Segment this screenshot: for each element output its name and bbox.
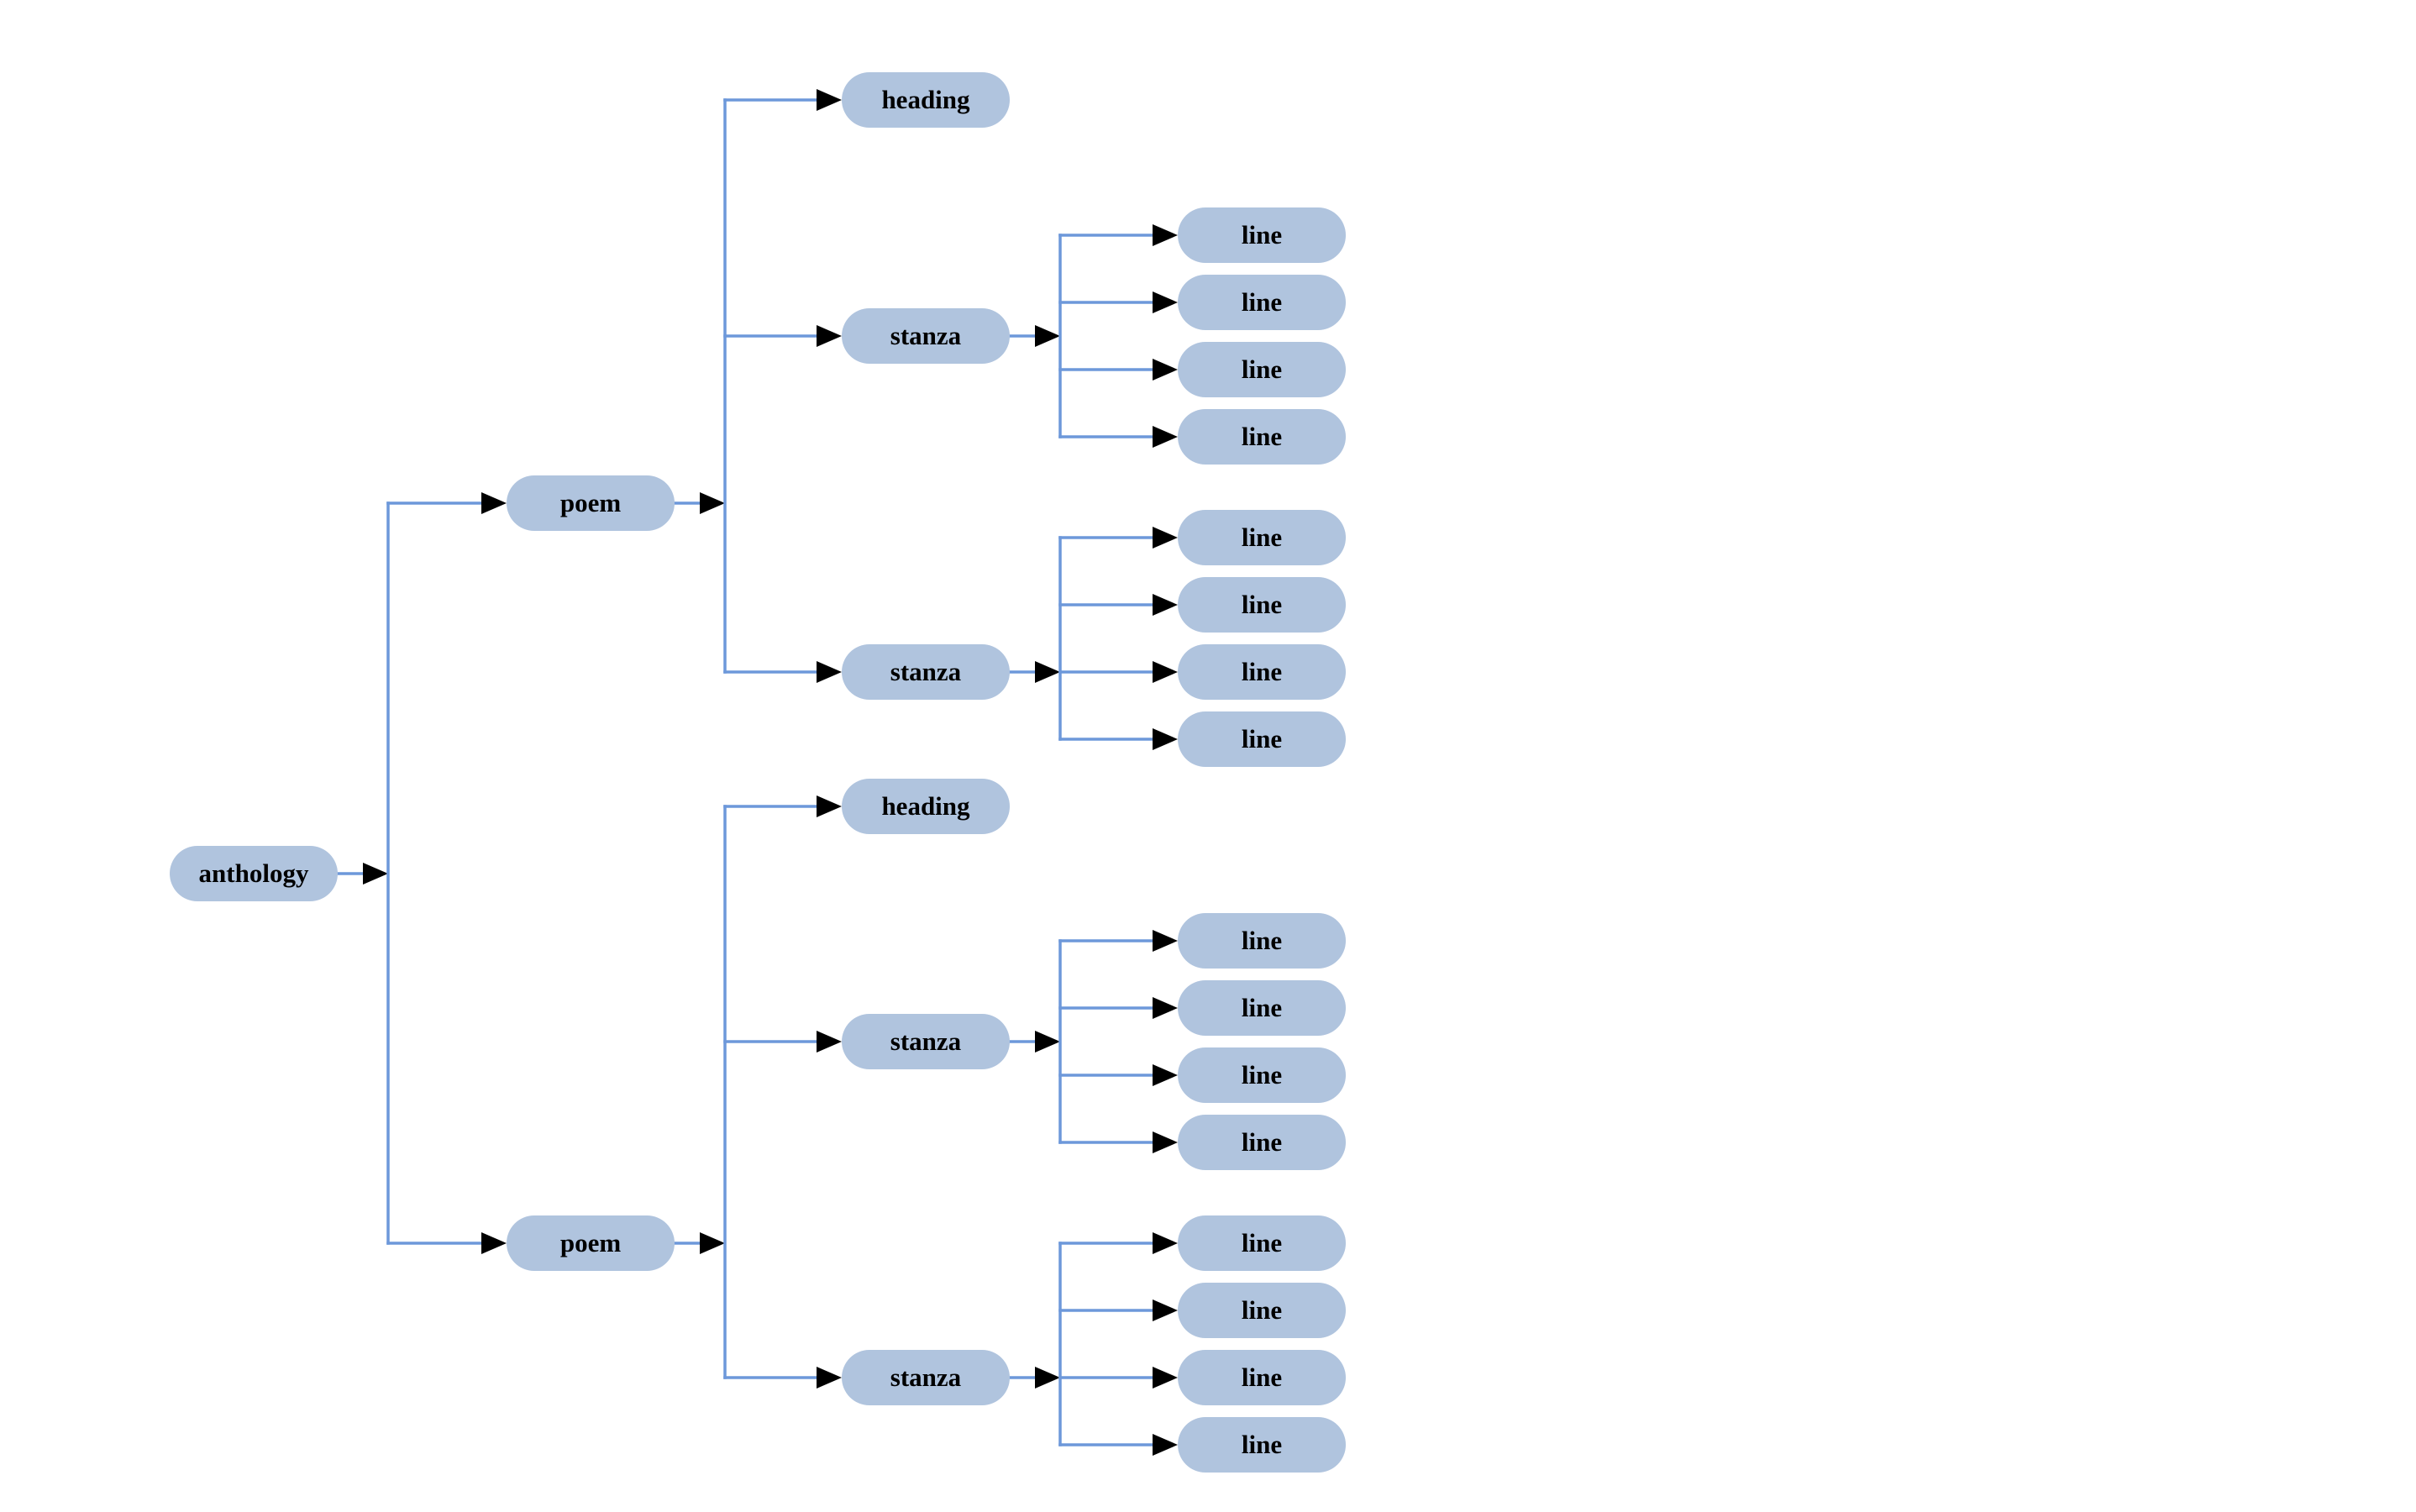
arrowhead-icon <box>481 492 507 514</box>
arrowhead-icon <box>1153 527 1178 549</box>
node-label: stanza <box>890 1026 962 1056</box>
node-line: line <box>1178 1115 1346 1170</box>
node-stanza: stanza <box>842 308 1010 364</box>
arrowhead-icon <box>1035 1031 1060 1053</box>
node-label: stanza <box>890 657 962 686</box>
arrowhead-icon <box>1035 325 1060 347</box>
node-stanza: stanza <box>842 1014 1010 1069</box>
node-label: line <box>1241 354 1283 384</box>
arrowhead-icon <box>1153 426 1178 448</box>
arrowhead-icon <box>481 1232 507 1254</box>
arrowhead-icon <box>817 1367 842 1389</box>
arrowhead-icon <box>1153 661 1178 683</box>
arrowhead-icon <box>1153 1131 1178 1153</box>
node-anthology: anthology <box>170 846 338 901</box>
node-label: stanza <box>890 321 962 350</box>
arrowhead-icon <box>817 1031 842 1053</box>
node-label: line <box>1241 993 1283 1022</box>
arrowhead-icon <box>817 795 842 817</box>
node-line: line <box>1178 644 1346 700</box>
arrowhead-icon <box>1035 661 1060 683</box>
arrowhead-icon <box>1153 1299 1178 1321</box>
arrowhead-icon <box>1153 359 1178 381</box>
node-label: line <box>1241 1228 1283 1257</box>
arrowhead-icon <box>700 1232 725 1254</box>
node-label: line <box>1241 590 1283 619</box>
node-stanza: stanza <box>842 644 1010 700</box>
node-label: heading <box>881 791 970 821</box>
node-label: line <box>1241 724 1283 753</box>
node-label: line <box>1241 1362 1283 1392</box>
node-poem: poem <box>507 1215 675 1271</box>
node-label: poem <box>559 1228 622 1257</box>
node-label: heading <box>881 85 970 114</box>
arrowhead-icon <box>1153 594 1178 616</box>
arrowhead-icon <box>1153 1064 1178 1086</box>
arrowhead-icon <box>1153 728 1178 750</box>
node-line: line <box>1178 711 1346 767</box>
arrowhead-icon <box>1153 1232 1178 1254</box>
node-line: line <box>1178 1215 1346 1271</box>
node-line: line <box>1178 1417 1346 1473</box>
node-line: line <box>1178 1350 1346 1405</box>
arrowhead-icon <box>817 89 842 111</box>
node-line: line <box>1178 342 1346 397</box>
arrowhead-icon <box>1153 291 1178 313</box>
arrowhead-icon <box>1153 1367 1178 1389</box>
node-line: line <box>1178 207 1346 263</box>
arrowhead-icon <box>700 492 725 514</box>
arrowhead-icon <box>1153 224 1178 246</box>
node-line: line <box>1178 409 1346 465</box>
node-label: poem <box>559 488 622 517</box>
node-line: line <box>1178 980 1346 1036</box>
node-label: line <box>1241 422 1283 451</box>
node-line: line <box>1178 1283 1346 1338</box>
arrowhead-icon <box>817 661 842 683</box>
node-label: line <box>1241 1295 1283 1325</box>
node-stanza: stanza <box>842 1350 1010 1405</box>
arrowhead-icon <box>1153 997 1178 1019</box>
node-poem: poem <box>507 475 675 531</box>
node-line: line <box>1178 1047 1346 1103</box>
node-label: line <box>1241 657 1283 686</box>
node-label: line <box>1241 220 1283 249</box>
node-label: stanza <box>890 1362 962 1392</box>
node-heading: heading <box>842 72 1010 128</box>
arrowhead-icon <box>1035 1367 1060 1389</box>
node-line: line <box>1178 577 1346 633</box>
node-label: line <box>1241 522 1283 552</box>
node-label: line <box>1241 1430 1283 1459</box>
node-line: line <box>1178 275 1346 330</box>
node-label: line <box>1241 287 1283 317</box>
arrowhead-icon <box>817 325 842 347</box>
node-label: line <box>1241 926 1283 955</box>
node-label: line <box>1241 1127 1283 1157</box>
arrowhead-icon <box>1153 930 1178 952</box>
node-line: line <box>1178 913 1346 969</box>
arrowhead-icon <box>1153 1434 1178 1456</box>
node-line: line <box>1178 510 1346 565</box>
node-label: line <box>1241 1060 1283 1089</box>
arrowhead-icon <box>363 863 388 885</box>
node-heading: heading <box>842 779 1010 834</box>
node-label: anthology <box>198 858 309 888</box>
